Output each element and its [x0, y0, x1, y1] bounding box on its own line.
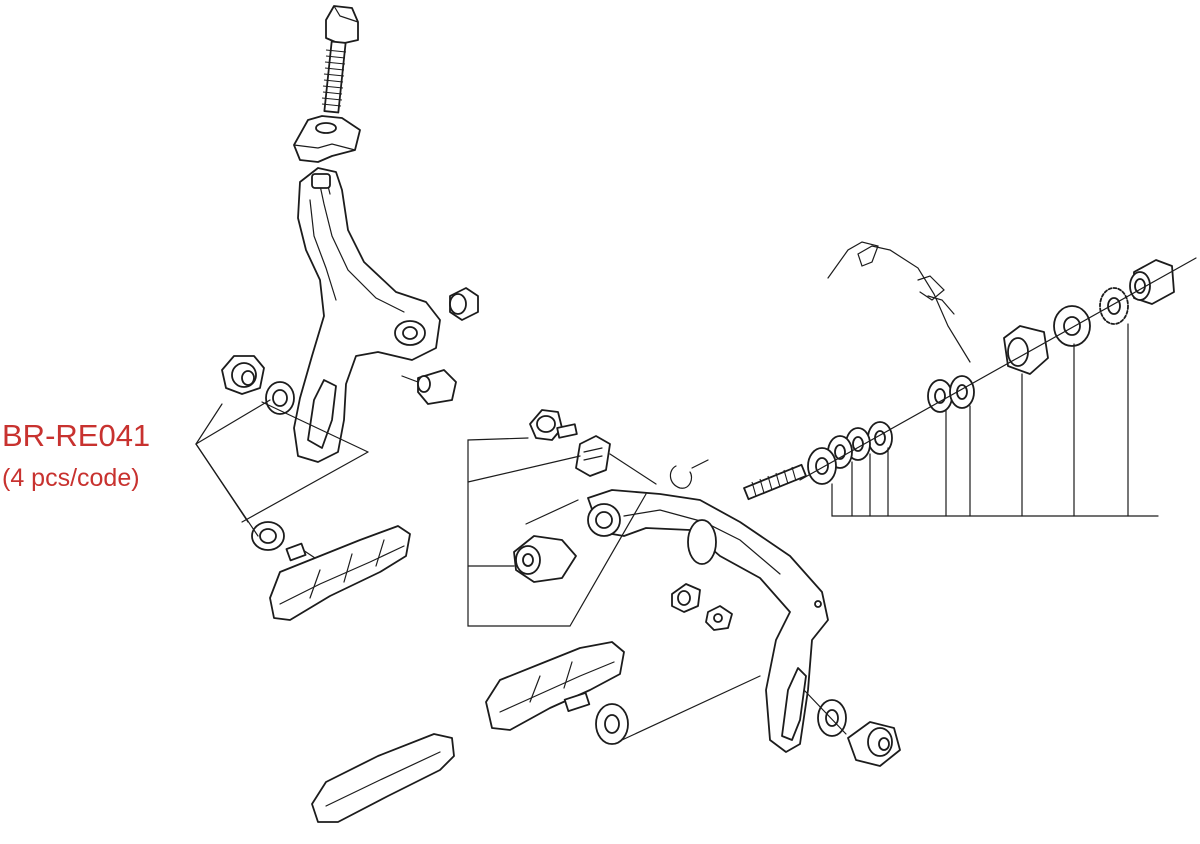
pivot-bushing-right: [513, 535, 577, 583]
rear-caliper-arm: [587, 489, 829, 753]
cable-anchor-parts: [671, 583, 733, 631]
front-caliper-arm: [293, 167, 441, 463]
adjuster-bolt-right: [529, 409, 578, 441]
quantity-note-label: (4 pcs/code): [2, 464, 140, 492]
washer-right-2: [817, 699, 847, 737]
bracket-lines-left: [467, 437, 657, 627]
barrel-adjuster-bolt: [321, 5, 359, 114]
center-axis: [799, 257, 1197, 481]
brake-shoe-right: [485, 641, 625, 731]
pad-fixing-nut-right: [847, 721, 901, 767]
brake-shoe-left: [269, 525, 411, 621]
adjuster-nut: [293, 115, 361, 163]
callout-leader-lines: [195, 399, 369, 537]
bracket-lines-right: [621, 323, 1159, 741]
return-spring: [827, 241, 971, 363]
washer-left-lower: [251, 521, 285, 551]
part-code-label: BR-RE041: [2, 418, 151, 453]
washer-right-1: [595, 703, 629, 745]
pivot-nut: [1053, 305, 1091, 347]
e-clip: [669, 459, 709, 489]
cable-guide: [575, 435, 611, 477]
spring-washers: [807, 375, 975, 485]
cable-anchor-bolt: [401, 369, 457, 405]
toothed-washer: [1099, 287, 1129, 325]
washer-left-upper: [265, 381, 295, 415]
pivot-bushing: [449, 287, 479, 321]
center-bolt: [743, 463, 807, 501]
pad-fixing-nut-left: [221, 355, 265, 395]
brake-shoe-pad-insert: [311, 733, 455, 823]
spring-holder: [1003, 325, 1049, 375]
